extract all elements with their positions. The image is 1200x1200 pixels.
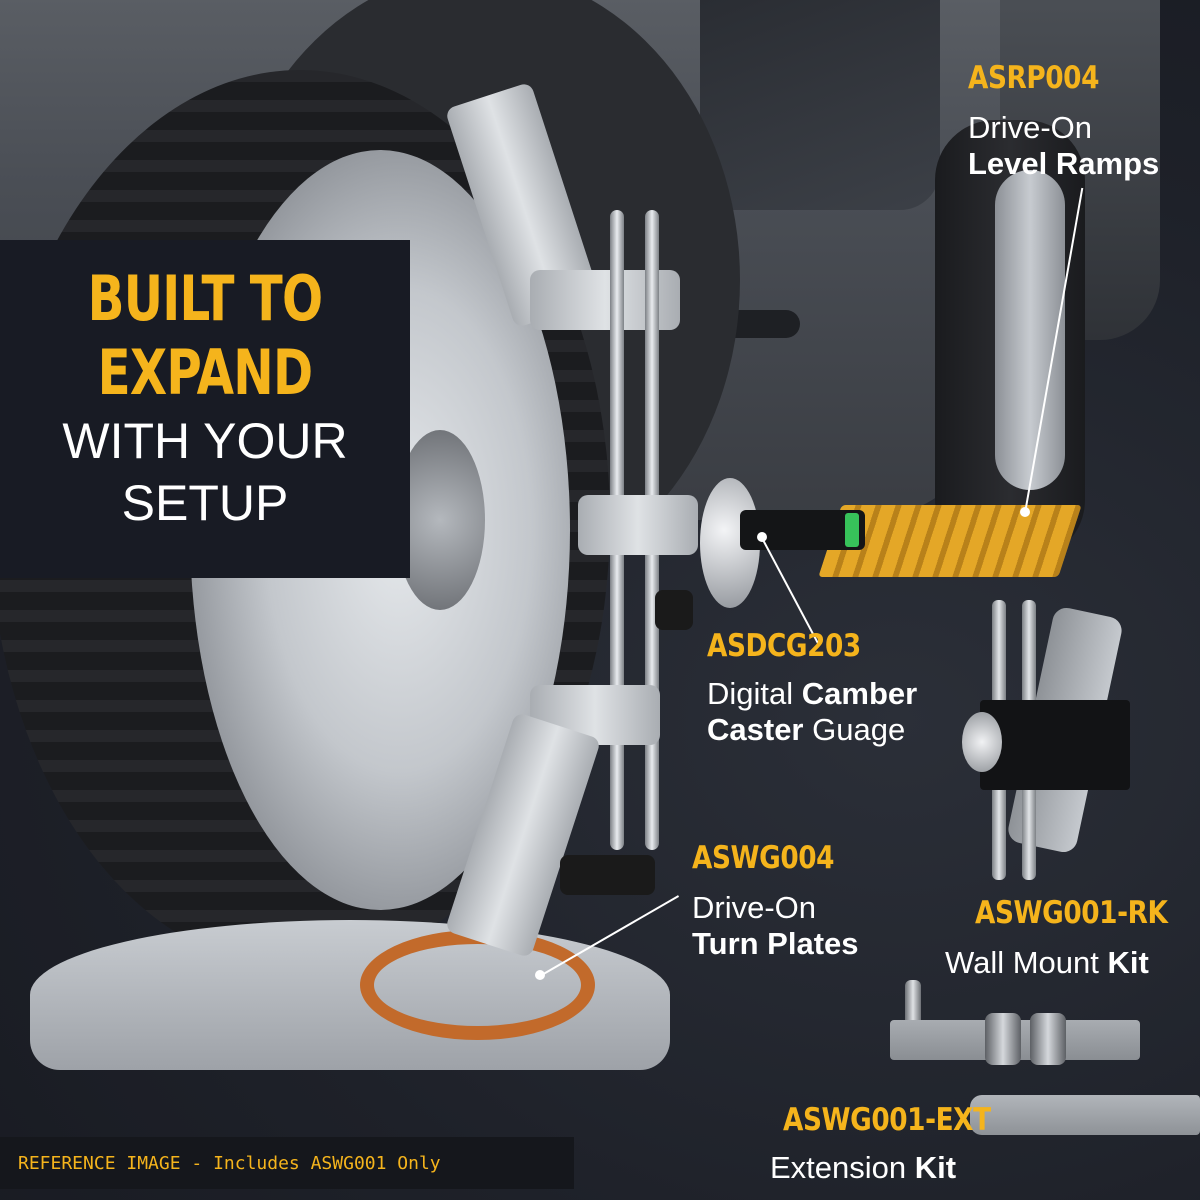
headline-line-1: BUILT TO [87, 262, 323, 335]
reference-note-bar: REFERENCE IMAGE - Includes ASWG001 Only [0, 1137, 574, 1189]
product-desc-gauge-post: Guage [803, 712, 906, 747]
extension-roller [985, 1013, 1021, 1065]
car-window [700, 0, 940, 210]
product-code-plates: ASWG004 [692, 840, 835, 876]
product-desc-gauge: Digital Camber Caster Guage [707, 676, 917, 748]
product-desc-extension: Extension Kit [770, 1150, 956, 1186]
product-desc-ramps-line1: Drive-On [968, 110, 1093, 145]
product-desc-plates: Drive-On Turn Plates [692, 890, 859, 962]
product-desc-gauge-line2: Caster Guage [707, 712, 917, 748]
gauge-body [740, 510, 865, 550]
extension-roller [1030, 1013, 1066, 1065]
product-desc-gauge-bold1: Camber [801, 676, 918, 711]
gauge-level-bubble [845, 513, 859, 547]
product-desc-gauge-pre: Digital [707, 676, 802, 711]
product-desc-extension-pre: Extension [770, 1150, 915, 1185]
product-desc-wall-mount-bold: Kit [1107, 945, 1149, 980]
turn-plate-ring [360, 930, 595, 1040]
product-desc-plates-line1: Drive-On [692, 890, 817, 925]
product-code-ramps: ASRP004 [968, 60, 1100, 96]
wall-mount-disc [962, 712, 1002, 772]
product-code-wall-mount: ASWG001-RK [975, 895, 1168, 931]
headline-line-2: EXPAND [97, 336, 313, 409]
clamp-knob-bottom [560, 855, 655, 895]
rear-rim [995, 170, 1065, 490]
clamp-middle-block [578, 495, 698, 555]
leader-dot-gauge [757, 532, 767, 542]
headline-panel: BUILT TO EXPAND WITH YOUR SETUP [0, 240, 410, 578]
product-desc-gauge-line1: Digital Camber [707, 676, 917, 712]
headline-line-3: WITH YOUR [62, 413, 348, 469]
product-desc-extension-bold: Kit [914, 1150, 957, 1185]
wheel-hub [395, 430, 485, 610]
product-code-extension: ASWG001-EXT [783, 1102, 991, 1138]
product-desc-plates-bold: Turn Plates [692, 926, 859, 961]
headline-line-4: SETUP [121, 475, 289, 531]
extension-arm [970, 1095, 1200, 1135]
leader-dot-plates [535, 970, 545, 980]
product-code-gauge: ASDCG203 [707, 628, 861, 664]
wall-mount-bracket [980, 700, 1130, 790]
product-desc-ramps-bold: Level Ramps [968, 146, 1160, 181]
product-desc-ramps: Drive-On Level Ramps [968, 110, 1159, 182]
clamp-knob-top [655, 590, 693, 630]
product-desc-gauge-bold2: Caster [707, 712, 804, 747]
product-desc-plates-line2: Turn Plates [692, 926, 859, 962]
leader-dot-ramps [1020, 507, 1030, 517]
product-desc-wall-mount: Wall Mount Kit [945, 945, 1149, 981]
reference-note: REFERENCE IMAGE - Includes ASWG001 Only [18, 1152, 441, 1174]
product-desc-ramps-line2: Level Ramps [968, 146, 1159, 182]
product-desc-wall-mount-pre: Wall Mount [945, 945, 1108, 980]
